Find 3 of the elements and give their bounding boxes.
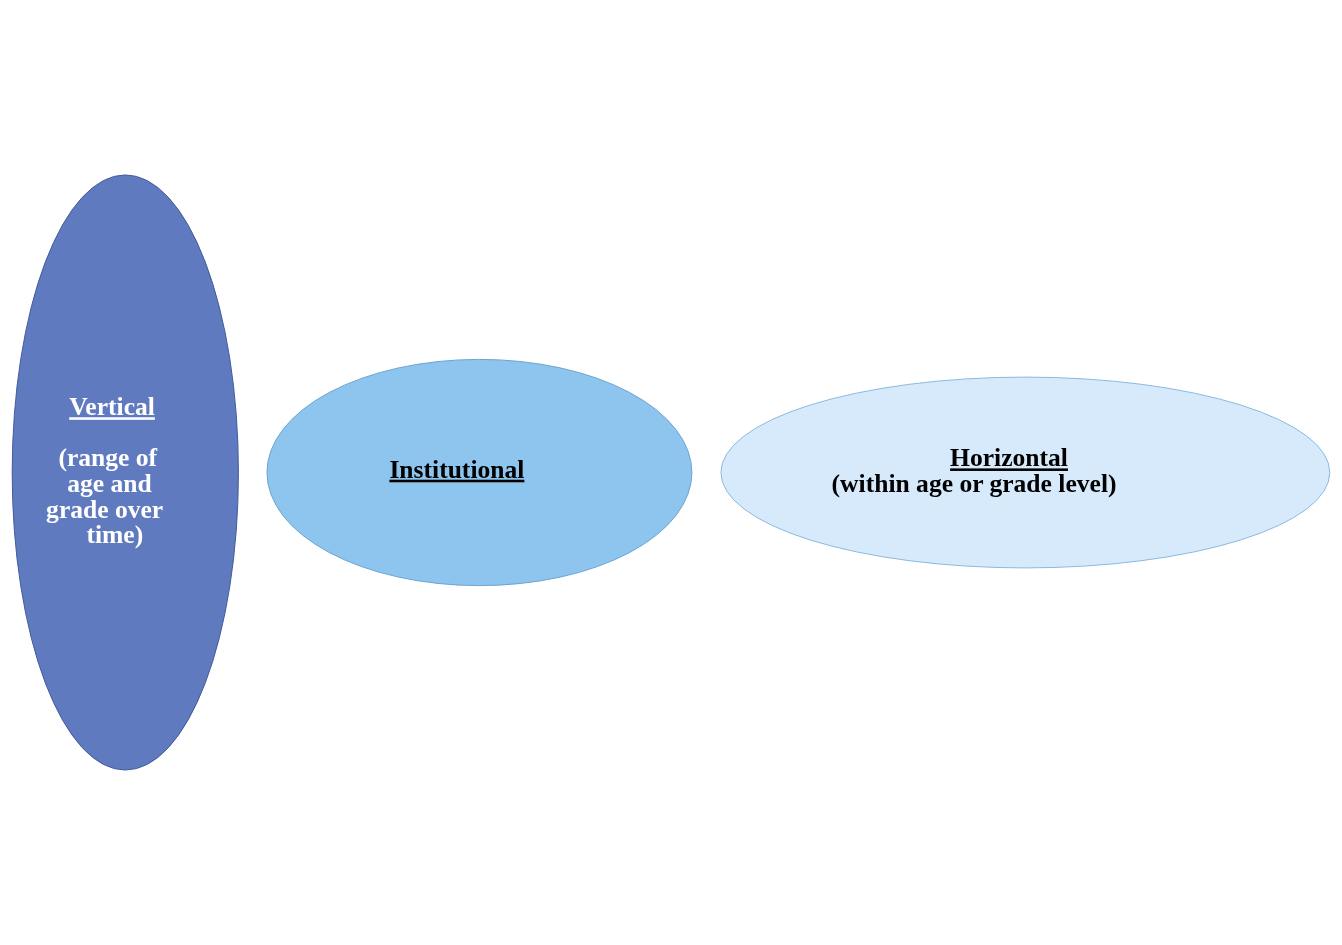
node-ellipse: Institutional xyxy=(266,358,693,587)
node-ellipse: Vertical (range of age and grade over time) xyxy=(11,174,239,771)
node-ellipse: Horizontal (within age or grade level) xyxy=(720,376,1331,569)
